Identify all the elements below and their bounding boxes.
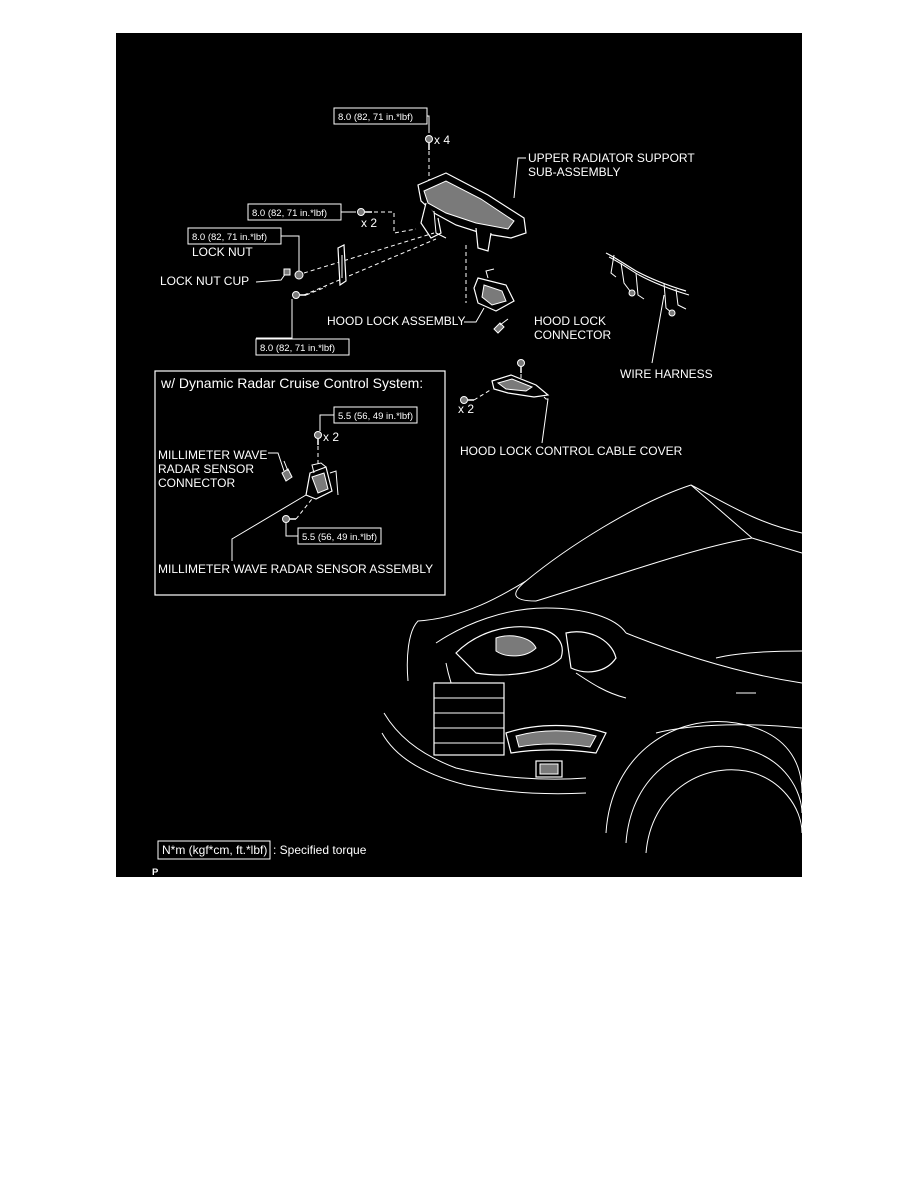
label-lock-nut-cup: LOCK NUT CUP xyxy=(160,274,249,288)
leader-upper xyxy=(427,115,430,133)
vehicle-front-illustration xyxy=(381,484,802,854)
leader-wire-harness xyxy=(651,294,665,364)
torque-upper-text: 8.0 (82, 71 in.*lbf) xyxy=(338,112,413,123)
upper-radiator-support-part xyxy=(417,172,527,252)
dashed-guide-cover-left xyxy=(473,388,493,401)
label-lock-nut: LOCK NUT xyxy=(192,245,253,259)
dashed-guide-side xyxy=(374,211,417,234)
label-hood-lock-assembly: HOOD LOCK ASSEMBLY xyxy=(327,314,466,328)
leader-cable-cover xyxy=(541,396,549,444)
hood-lock-bracket-part xyxy=(337,244,347,287)
dashed-guide-rod-1 xyxy=(303,232,435,274)
inset-connector-line1: MILLIMETER WAVE xyxy=(158,448,267,462)
inset-connector-line3: CONNECTOR xyxy=(158,476,235,490)
label-cable-cover: HOOD LOCK CONTROL CABLE COVER xyxy=(460,444,683,458)
leader-hood-lock-assembly xyxy=(464,307,485,323)
label-upper-support-line1: UPPER RADIATOR SUPPORT xyxy=(528,151,695,165)
torque-locknut-text: 8.0 (82, 71 in.*lbf) xyxy=(192,232,267,243)
bolt-icon-cover-top xyxy=(517,359,525,373)
legend-box xyxy=(157,840,271,860)
label-upper-support-line2: SUB-ASSEMBLY xyxy=(528,165,620,179)
label-hood-lock-connector-line2: CONNECTOR xyxy=(534,328,611,342)
dashed-guide-inset-bottom xyxy=(295,498,313,520)
dashed-guide-rod-2 xyxy=(303,238,437,296)
inset-connector-line2: RADAR SENSOR xyxy=(158,462,254,476)
dashed-guide-lower xyxy=(305,286,327,296)
leader-lock-nut-cup xyxy=(255,272,287,283)
label-wire-harness: WIRE HARNESS xyxy=(620,367,713,381)
qty-x2-cover: x 2 xyxy=(458,402,474,416)
leader-inset-top xyxy=(319,414,334,431)
inset-torque-top-text: 5.5 (56, 49 in.*lbf) xyxy=(338,411,413,422)
qty-x2-side: x 2 xyxy=(361,216,377,230)
exploded-parts-diagram: 8.0 (82, 71 in.*lbf) x 4 UPPER RADIATOR … xyxy=(116,33,802,877)
bolt-icon-inset-bottom xyxy=(282,515,296,523)
leader-inset-connector xyxy=(268,452,285,472)
hood-lock-assembly-part xyxy=(473,268,515,312)
hood-lock-connector-icon xyxy=(493,318,509,334)
radar-sensor-connector-icon xyxy=(281,460,293,482)
torque-box-lower xyxy=(255,338,350,356)
torque-lower-text: 8.0 (82, 71 in.*lbf) xyxy=(260,343,335,354)
leader-locknut xyxy=(281,235,300,271)
bolt-icon xyxy=(425,135,433,150)
inset-torque-bottom-text: 5.5 (56, 49 in.*lbf) xyxy=(302,532,377,543)
bolt-icon-inset-top xyxy=(314,431,322,445)
label-hood-lock-connector-line1: HOOD LOCK xyxy=(534,314,606,328)
bolt-icon-side xyxy=(357,208,372,216)
millimeter-wave-radar-sensor-part xyxy=(305,462,339,500)
legend-box-text: N*m (kgf*cm, ft.*lbf) xyxy=(162,843,267,857)
hood-lock-cable-cover-part xyxy=(491,374,550,398)
leader-inset-bottom xyxy=(285,523,298,537)
inset-qty-x2: x 2 xyxy=(323,430,339,444)
lock-nut-icon xyxy=(294,270,304,280)
bolt-icon-cover-left xyxy=(460,396,474,404)
inset-torque-box-bottom xyxy=(297,527,382,545)
lock-nut-cup-icon xyxy=(283,268,291,276)
legend-text: : Specified torque xyxy=(273,843,367,857)
leader-lower xyxy=(256,299,293,339)
leader-upper-support xyxy=(513,157,526,199)
torque-side-text: 8.0 (82, 71 in.*lbf) xyxy=(252,208,327,219)
bolt-icon-lower xyxy=(292,291,306,299)
qty-x4: x 4 xyxy=(434,133,450,147)
corner-code: P xyxy=(152,867,159,877)
inset-title: w/ Dynamic Radar Cruise Control System: xyxy=(160,375,423,391)
inset-sensor-assembly: MILLIMETER WAVE RADAR SENSOR ASSEMBLY xyxy=(158,562,433,576)
diagram-canvas: 8.0 (82, 71 in.*lbf) x 4 UPPER RADIATOR … xyxy=(152,107,802,877)
wire-harness-part xyxy=(605,252,690,317)
leader-inset-sensor xyxy=(231,494,307,561)
